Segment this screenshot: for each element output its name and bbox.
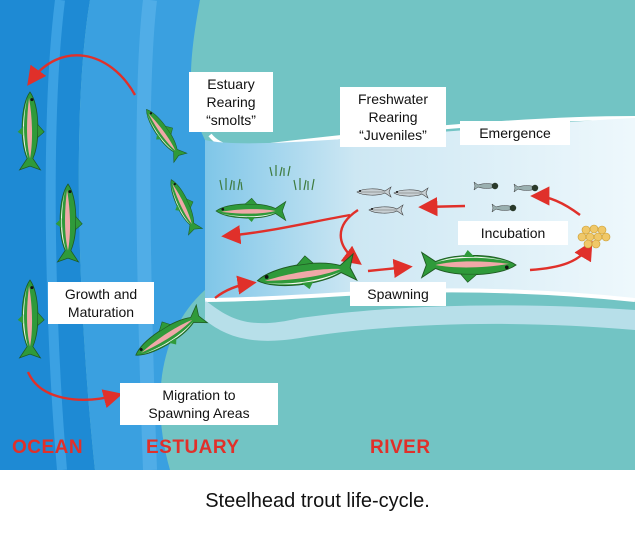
arrow-migration-up	[214, 275, 257, 299]
label-spawning: Spawning	[350, 282, 446, 306]
arrow-eggs-to-emergence	[530, 186, 581, 216]
label-incubation: Incubation	[458, 221, 568, 245]
arrow-spawning-run	[367, 258, 413, 278]
egg-cluster	[577, 224, 611, 249]
arrow-to-estuary	[221, 213, 351, 245]
river-shallow-band	[205, 300, 635, 341]
label-freshwater-rearing: Freshwater Rearing “Juveniles”	[340, 87, 446, 147]
land-peninsula	[198, 0, 635, 149]
label-migration: Migration to Spawning Areas	[120, 383, 278, 425]
arrow-emergence-to-juveniles	[418, 197, 466, 217]
label-emergence: Emergence	[460, 121, 570, 145]
ocean-wave-highlight	[45, 0, 67, 470]
cycle-arrows	[26, 54, 593, 408]
marsh-grass	[219, 165, 315, 191]
label-estuary-rearing: Estuary Rearing “smolts”	[189, 72, 273, 132]
arrow-ocean-top	[27, 54, 137, 96]
zone-label-estuary: ESTUARY	[146, 437, 240, 458]
label-growth-maturation: Growth and Maturation	[48, 282, 154, 324]
figure-caption: Steelhead trout life-cycle.	[205, 490, 430, 512]
arrow-to-eggs	[529, 240, 593, 272]
zone-label-river: RIVER	[370, 437, 431, 458]
zone-label-ocean: OCEAN	[12, 437, 84, 458]
arrow-ocean-bottom	[26, 371, 123, 408]
